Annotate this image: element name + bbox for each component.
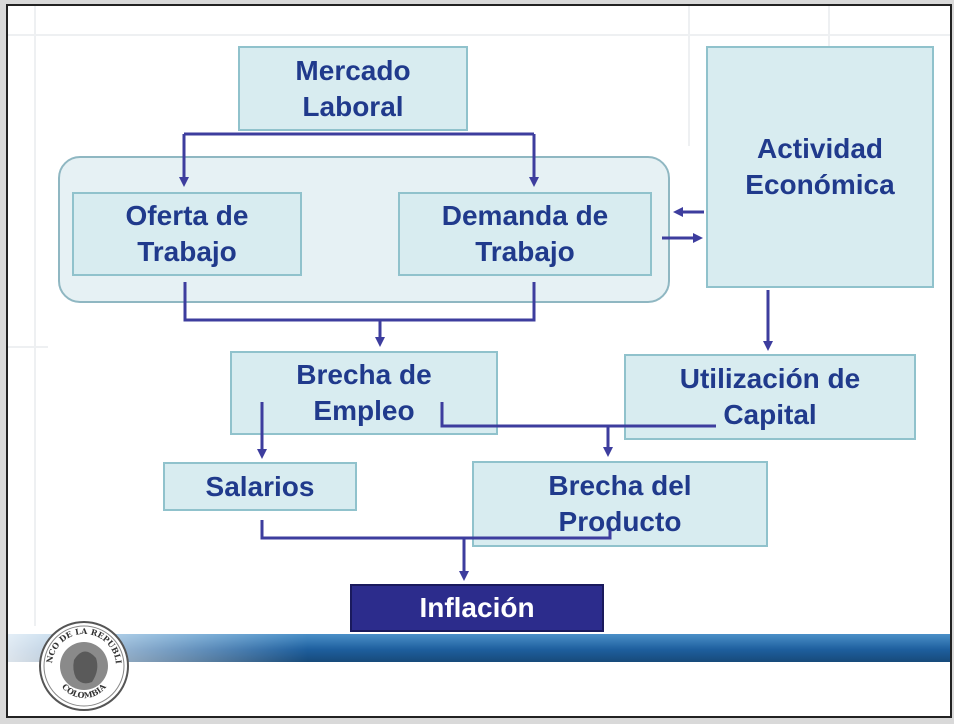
salarios-box: Salarios: [163, 462, 357, 511]
utilizacion-capital-box: Utilización de Capital: [624, 354, 916, 440]
slide: Mercado Laboral Actividad Económica Ofer…: [6, 4, 952, 718]
connector-line: [440, 402, 716, 428]
banco-de-la-republica-seal: BANCO DE LA REPUBLICA COLOMBIA: [38, 620, 129, 711]
mercado-laboral-box: Mercado Laboral: [238, 46, 468, 131]
background-grid-line: [828, 6, 830, 66]
background-grid-line: [8, 346, 48, 348]
connector-line: [183, 282, 536, 322]
brecha-producto-box: Brecha del Producto: [472, 461, 768, 547]
demanda-trabajo-box: Demanda de Trabajo: [398, 192, 652, 276]
brecha-empleo-box: Brecha de Empleo: [230, 351, 498, 435]
actividad-economica-box: Actividad Económica: [706, 46, 934, 288]
background-grid-line: [688, 6, 690, 146]
inflacion-box: Inflación: [350, 584, 604, 632]
oferta-trabajo-box: Oferta de Trabajo: [72, 192, 302, 276]
background-grid-line: [34, 6, 36, 626]
connector-line: [260, 520, 612, 540]
connector-layer: [179, 132, 773, 581]
background-grid-line: [8, 34, 950, 36]
